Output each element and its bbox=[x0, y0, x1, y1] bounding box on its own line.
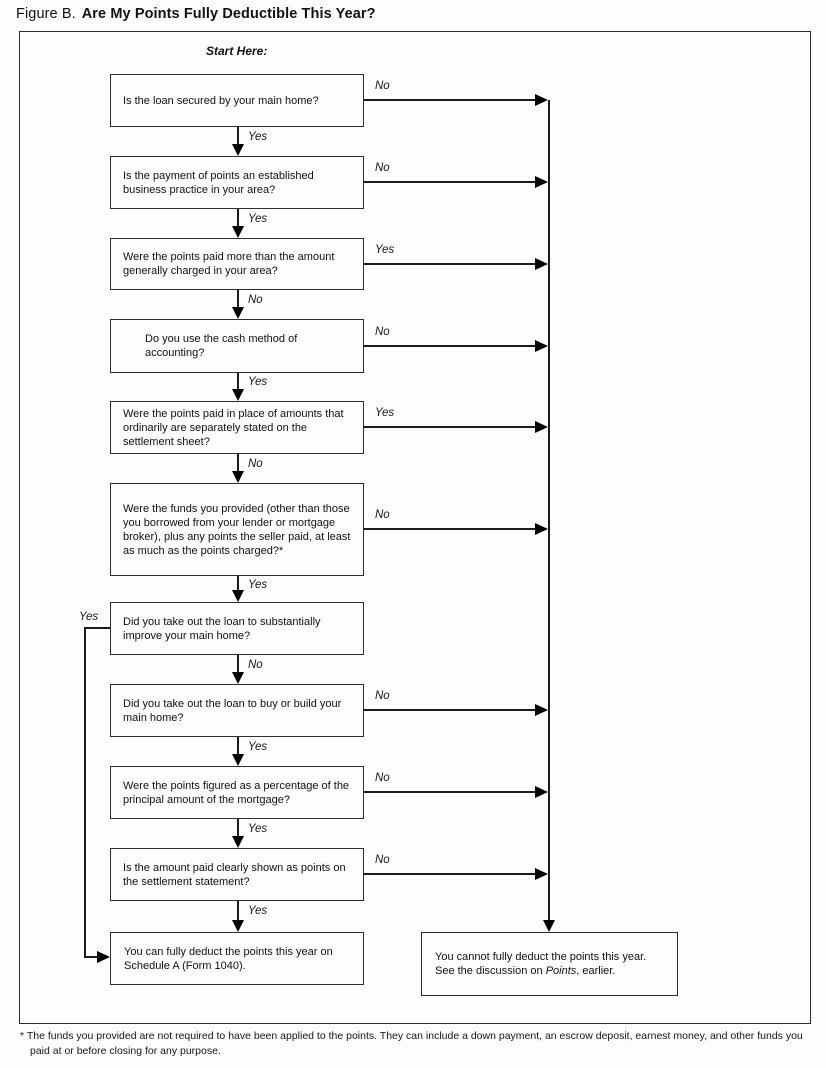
branch-label-q2: No bbox=[375, 162, 390, 174]
branch-arrowhead-q4 bbox=[535, 340, 548, 352]
question-box-4: Do you use the cash method of accounting… bbox=[110, 319, 364, 373]
question-box-1: Is the loan secured by your main home? bbox=[110, 74, 364, 127]
left-branch-line-top bbox=[84, 627, 110, 629]
down-line-2 bbox=[237, 209, 239, 227]
branch-line-q10 bbox=[364, 873, 536, 875]
branch-label-q6: No bbox=[375, 509, 390, 521]
down-arrowhead-3 bbox=[232, 307, 244, 319]
down-arrowhead-2 bbox=[232, 226, 244, 238]
branch-label-q10: No bbox=[375, 854, 390, 866]
down-label-8: Yes bbox=[248, 741, 268, 753]
outcome-not-deductible-text: You cannot fully deduct the points this … bbox=[435, 951, 647, 977]
question-box-9: Were the points figured as a percentage … bbox=[110, 766, 364, 819]
branch-arrowhead-q3 bbox=[535, 258, 548, 270]
left-branch-line-bottom bbox=[84, 956, 98, 958]
branch-arrowhead-q10 bbox=[535, 868, 548, 880]
arrowhead-into-not-deductible bbox=[543, 920, 555, 932]
down-arrowhead-4 bbox=[232, 389, 244, 401]
figure-label: Figure B. bbox=[16, 6, 76, 22]
question-box-8: Did you take out the loan to buy or buil… bbox=[110, 684, 364, 737]
down-line-7 bbox=[237, 655, 239, 673]
branch-line-q4 bbox=[364, 345, 536, 347]
branch-arrowhead-q5 bbox=[535, 421, 548, 433]
down-label-2: Yes bbox=[248, 213, 268, 225]
down-line-6 bbox=[237, 576, 239, 591]
question-box-7: Did you take out the loan to substantial… bbox=[110, 602, 364, 655]
down-line-8 bbox=[237, 737, 239, 755]
branch-line-q9 bbox=[364, 791, 536, 793]
left-branch-arrowhead bbox=[97, 951, 110, 963]
down-line-4 bbox=[237, 373, 239, 390]
down-label-5: No bbox=[248, 458, 263, 470]
branch-label-q3: Yes bbox=[375, 244, 395, 256]
down-line-5 bbox=[237, 454, 239, 472]
question-box-3: Were the points paid more than the amoun… bbox=[110, 238, 364, 290]
down-arrowhead-7 bbox=[232, 672, 244, 684]
branch-label-q1: No bbox=[375, 80, 390, 92]
down-line-1 bbox=[237, 127, 239, 145]
down-label-9: Yes bbox=[248, 823, 268, 835]
branch-arrowhead-q6 bbox=[535, 523, 548, 535]
question-box-6: Were the funds you provided (other than … bbox=[110, 483, 364, 576]
figure-title: Figure B. Are My Points Fully Deductible … bbox=[16, 6, 376, 22]
down-arrowhead-1 bbox=[232, 144, 244, 156]
branch-label-q8: No bbox=[375, 690, 390, 702]
down-label-4: Yes bbox=[248, 376, 268, 388]
branch-arrowhead-q1 bbox=[535, 94, 548, 106]
down-arrowhead-5 bbox=[232, 471, 244, 483]
down-label-3: No bbox=[248, 294, 263, 306]
down-arrowhead-10 bbox=[232, 920, 244, 932]
branch-line-q6 bbox=[364, 528, 536, 530]
branch-line-q1 bbox=[364, 99, 536, 101]
down-line-3 bbox=[237, 290, 239, 308]
branch-line-q3 bbox=[364, 263, 536, 265]
left-branch-label-q7: Yes bbox=[79, 611, 99, 623]
question-box-10: Is the amount paid clearly shown as poin… bbox=[110, 848, 364, 901]
outcome-box-not-deductible: You cannot fully deduct the points this … bbox=[421, 932, 678, 996]
down-line-9 bbox=[237, 819, 239, 837]
start-here-label: Start Here: bbox=[206, 44, 268, 58]
flowchart-frame: Start Here: Is the loan secured by your … bbox=[19, 31, 811, 1024]
footnote: * The funds you provided are not require… bbox=[20, 1030, 803, 1057]
down-label-6: Yes bbox=[248, 579, 268, 591]
question-box-2: Is the payment of points an established … bbox=[110, 156, 364, 209]
down-arrowhead-6 bbox=[232, 590, 244, 602]
question-box-5: Were the points paid in place of amounts… bbox=[110, 401, 364, 454]
down-arrowhead-9 bbox=[232, 836, 244, 848]
branch-label-q4: No bbox=[375, 326, 390, 338]
figure-title-text: Are My Points Fully Deductible This Year… bbox=[81, 6, 376, 22]
branch-line-q5 bbox=[364, 426, 536, 428]
branch-label-q9: No bbox=[375, 772, 390, 784]
down-line-10 bbox=[237, 901, 239, 921]
branch-line-q2 bbox=[364, 181, 536, 183]
down-arrowhead-8 bbox=[232, 754, 244, 766]
left-branch-line-vertical bbox=[84, 627, 86, 958]
branch-arrowhead-q8 bbox=[535, 704, 548, 716]
collector-line-vertical bbox=[548, 100, 550, 922]
down-label-1: Yes bbox=[248, 131, 268, 143]
down-label-7: No bbox=[248, 659, 263, 671]
branch-line-q8 bbox=[364, 709, 536, 711]
outcome-box-deductible: You can fully deduct the points this yea… bbox=[110, 932, 364, 985]
branch-arrowhead-q9 bbox=[535, 786, 548, 798]
branch-label-q5: Yes bbox=[375, 407, 395, 419]
branch-arrowhead-q2 bbox=[535, 176, 548, 188]
down-label-10: Yes bbox=[248, 905, 268, 917]
